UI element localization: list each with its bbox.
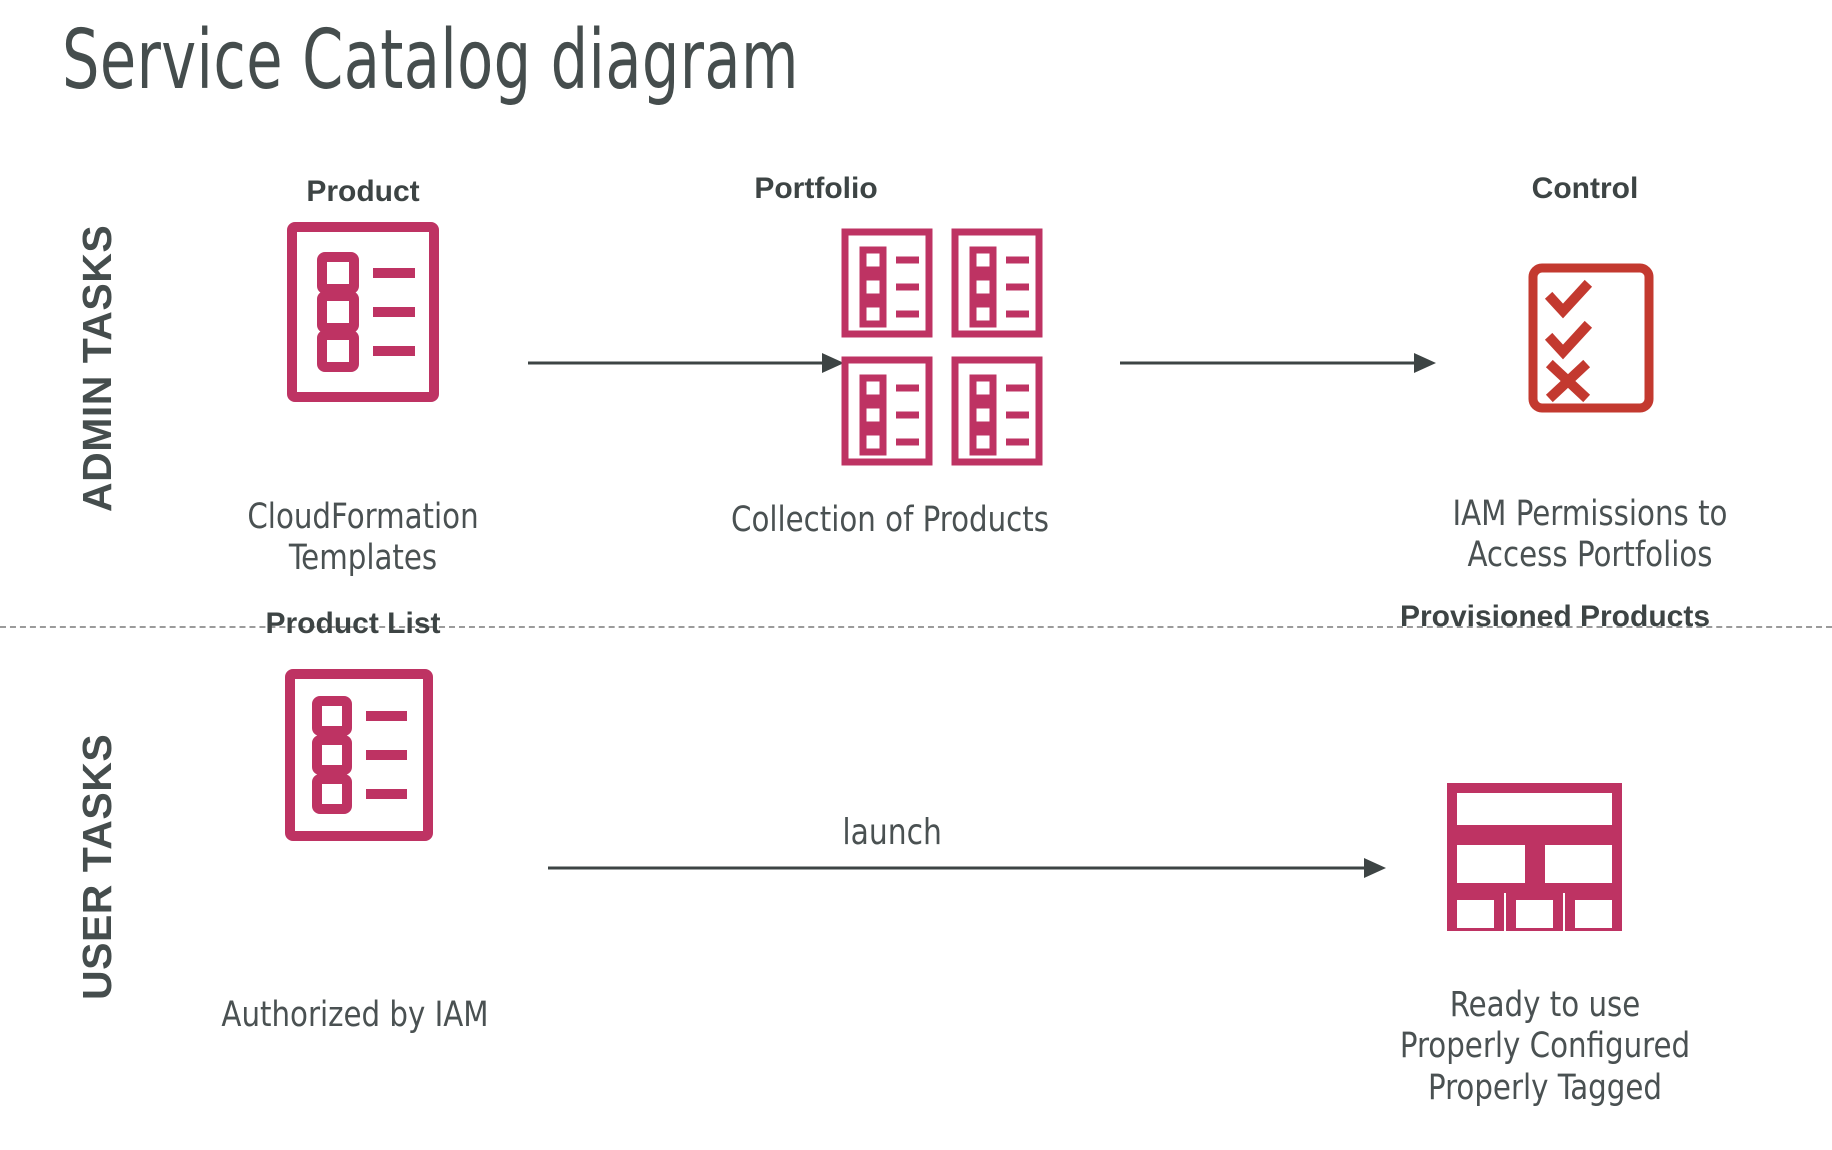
node-heading-provisioned-products: Provisioned Products <box>1399 600 1711 633</box>
node-heading-product: Product <box>306 175 420 208</box>
band-divider <box>0 626 1832 628</box>
arrow-productlist-to-provisioned <box>548 855 1388 886</box>
node-caption-provisioned-products: Ready to use Properly Configured Properl… <box>1399 985 1691 1108</box>
node-heading-control: Control <box>1531 172 1639 205</box>
product-list-icon <box>287 222 439 407</box>
checklist-approval-icon <box>1528 263 1654 418</box>
node-heading-portfolio: Portfolio <box>754 172 878 205</box>
node-caption-control: IAM Permissions to Access Portfolios <box>1452 494 1728 576</box>
arrow-portfolio-to-control <box>1120 350 1438 381</box>
arrow-product-to-portfolio <box>528 350 846 381</box>
node-heading-product-list: Product List <box>265 607 441 640</box>
band-label-admin-tasks: ADMIN TASKS <box>74 224 120 512</box>
product-list-icon-user <box>285 669 433 846</box>
edge-label-launch: launch <box>842 812 942 853</box>
node-caption-portfolio: Collection of Products <box>731 500 1049 540</box>
node-caption-product: CloudFormation Templates <box>247 497 479 579</box>
page-title: Service Catalog diagram <box>62 13 799 108</box>
provisioned-blocks-icon <box>1447 783 1622 938</box>
band-label-user-tasks: USER TASKS <box>74 733 120 1000</box>
node-caption-product-list: Authorized by IAM <box>221 995 489 1035</box>
portfolio-grid-icon <box>841 228 1043 476</box>
